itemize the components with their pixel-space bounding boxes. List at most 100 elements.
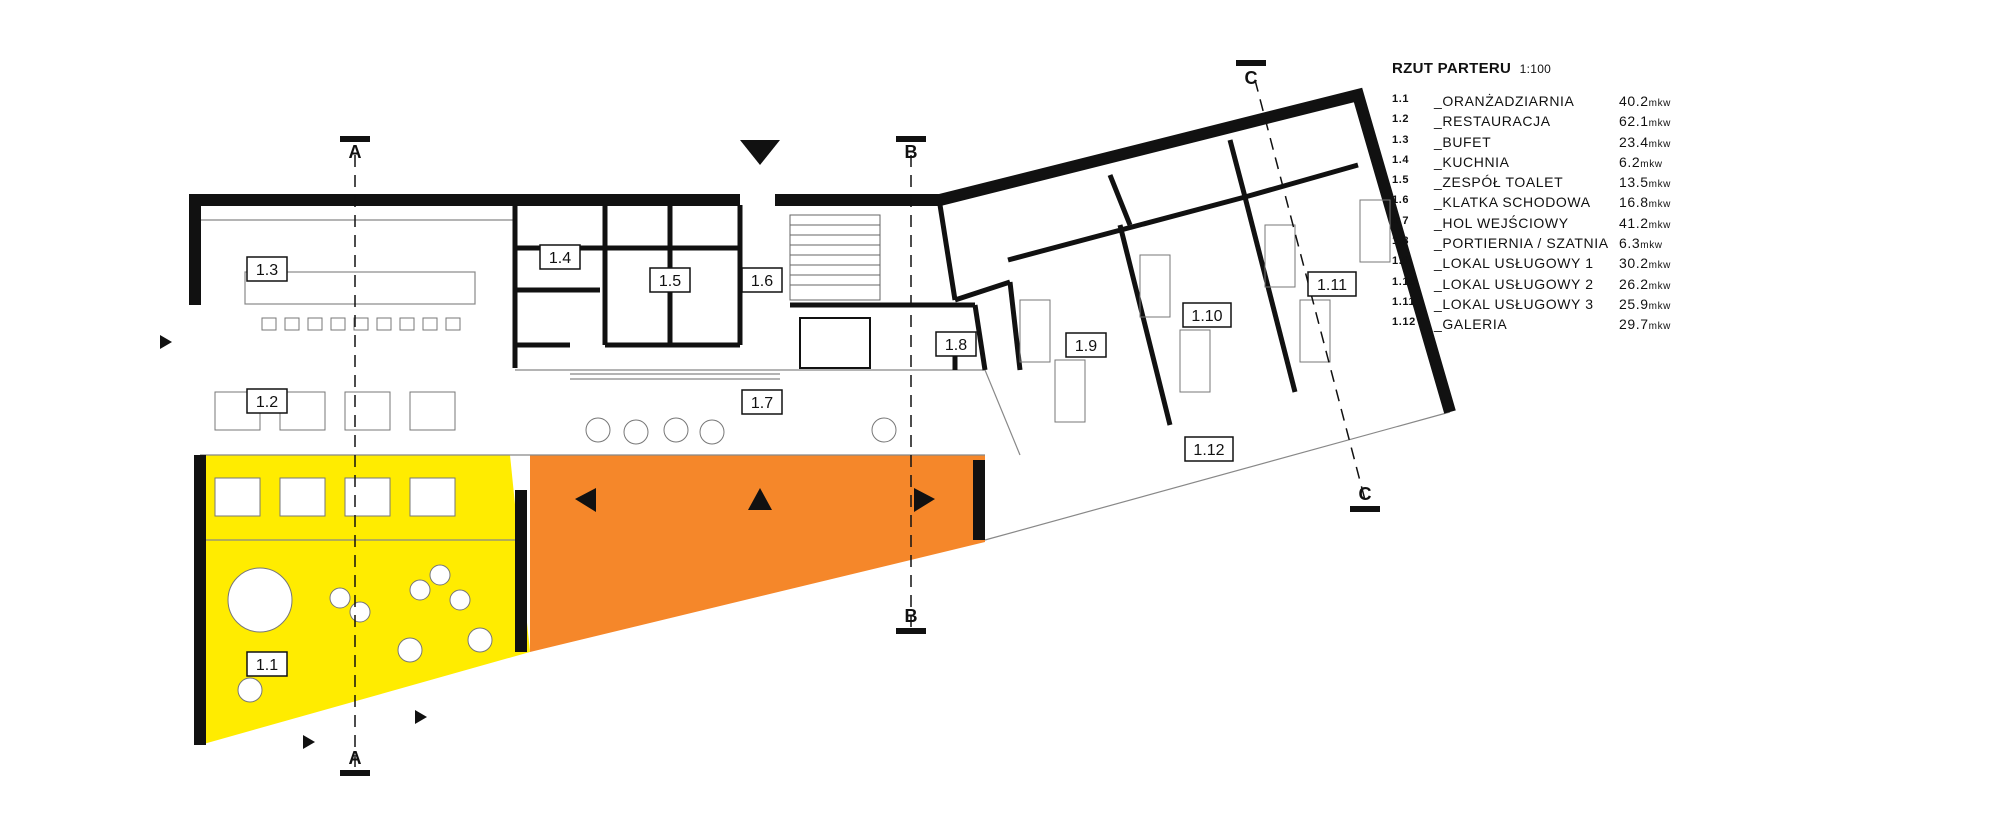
svg-text:1.11: 1.11: [1317, 277, 1347, 294]
room-label-1.1: 1.1: [246, 651, 288, 677]
room-area: 30.2mkw: [1619, 255, 1672, 272]
entrance-arrow-up: [748, 488, 772, 510]
svg-text:1.3: 1.3: [256, 262, 278, 279]
room-label-1.3: 1.3: [246, 256, 288, 282]
room-name: _KLATKA SCHODOWA: [1434, 194, 1591, 211]
room-name: _LOKAL USŁUGOWY 2: [1434, 275, 1594, 292]
room-area: 29.7mkw: [1619, 316, 1672, 333]
legend-row: 1.6 _KLATKA SCHODOWA 16.8mkw: [1392, 194, 1812, 214]
furniture-shops: [1019, 199, 1391, 423]
room-name: _LOKAL USŁUGOWY 3: [1434, 295, 1594, 312]
legend-title: RZUT PARTERU 1:100: [1392, 60, 1552, 77]
legend-row: 1.4 _KUCHNIA 6.2mkw: [1392, 154, 1812, 174]
room-number: 1.3: [1392, 133, 1410, 146]
room-label-1.8: 1.8: [935, 331, 977, 357]
entrance-arrows: [160, 140, 935, 749]
svg-text:1.5: 1.5: [659, 273, 681, 290]
svg-text:B: B: [905, 606, 918, 626]
room-number: 1.11: [1392, 295, 1416, 308]
svg-text:1.7: 1.7: [751, 395, 773, 412]
room-name: _GALERIA: [1434, 316, 1508, 333]
staircase: [789, 214, 881, 369]
legend-row: 1.5 _ZESPÓŁ TOALET 13.5mkw: [1392, 174, 1812, 194]
scale-label: 1:100: [1519, 62, 1552, 76]
legend-row: 1.1 _ORANŻADZIARNIA 40.2mkw: [1392, 93, 1812, 113]
room-label-1.12: 1.12: [1184, 436, 1234, 462]
svg-text:1.6: 1.6: [751, 273, 773, 290]
room-area: 25.9mkw: [1619, 295, 1672, 312]
svg-text:1.1: 1.1: [256, 657, 278, 674]
room-number: 1.5: [1392, 174, 1410, 187]
room-number: 1.9: [1392, 255, 1410, 268]
room-name: _HOL WEJŚCIOWY: [1434, 214, 1569, 231]
svg-text:1.4: 1.4: [549, 250, 571, 267]
section-lines: [354, 79, 1366, 770]
svg-text:1.12: 1.12: [1193, 442, 1224, 459]
room-area: 13.5mkw: [1619, 174, 1672, 191]
legend-row: 1.10 _LOKAL USŁUGOWY 2 26.2mkw: [1392, 276, 1812, 296]
room-area: 16.8mkw: [1619, 194, 1672, 211]
legend-row: 1.7 _HOL WEJŚCIOWY 41.2mkw: [1392, 215, 1812, 235]
room-number: 1.12: [1392, 316, 1416, 329]
room-name: _ZESPÓŁ TOALET: [1434, 174, 1564, 191]
svg-text:B: B: [905, 142, 918, 162]
svg-text:1.8: 1.8: [945, 337, 967, 354]
svg-text:C: C: [1245, 68, 1258, 88]
room-area: 41.2mkw: [1619, 214, 1672, 231]
svg-text:1.2: 1.2: [256, 394, 278, 411]
room-number: 1.1: [1392, 93, 1410, 105]
room-name: _ORANŻADZIARNIA: [1434, 93, 1575, 109]
legend-row: 1.9 _LOKAL USŁUGOWY 1 30.2mkw: [1392, 255, 1812, 275]
legend-row: 1.11 _LOKAL USŁUGOWY 3 25.9mkw: [1392, 296, 1812, 316]
room-area: 40.2mkw: [1619, 93, 1672, 109]
furniture-hall: [585, 417, 897, 445]
room-number: 1.7: [1392, 214, 1410, 227]
room-number: 1.10: [1392, 275, 1416, 288]
entrance-arrow-left: [575, 488, 596, 512]
svg-text:C: C: [1359, 484, 1372, 504]
room-area: 26.2mkw: [1619, 275, 1672, 292]
legend-row: 1.8 _PORTIERNIA / SZATNIA 6.3mkw: [1392, 235, 1812, 255]
room-number: 1.6: [1392, 194, 1410, 207]
room-name: _LOKAL USŁUGOWY 1: [1434, 255, 1594, 272]
room-number: 1.4: [1392, 153, 1410, 166]
room-area: 6.2mkw: [1619, 153, 1663, 170]
room-name: _PORTIERNIA / SZATNIA: [1434, 235, 1609, 252]
furniture-restaurant: [214, 317, 461, 517]
room-area: 23.4mkw: [1619, 133, 1672, 150]
zone-entrance-forecourt: [530, 455, 985, 652]
section-a-markers: A A: [340, 136, 370, 776]
room-label-1.4: 1.4: [539, 244, 581, 270]
room-name: _BUFET: [1434, 133, 1492, 150]
room-name: _KUCHNIA: [1434, 153, 1510, 170]
entrance-arrow-right: [914, 488, 935, 512]
section-c-markers: C C: [1236, 60, 1380, 512]
room-label-1.6: 1.6: [741, 267, 783, 293]
room-label-1.11: 1.11: [1307, 271, 1357, 297]
furniture-oranzadziarnia: [227, 564, 493, 703]
room-area: 6.3mkw: [1619, 235, 1663, 252]
room-legend: RZUT PARTERU 1:100 1.1 _ORANŻADZIARNIA 40.…: [1392, 60, 1812, 337]
legend-row: 1.12 _GALERIA 29.7mkw: [1392, 316, 1812, 336]
room-label-1.5: 1.5: [649, 267, 691, 293]
svg-text:1.9: 1.9: [1075, 338, 1097, 355]
section-b-markers: B B: [896, 136, 926, 634]
svg-text:1.10: 1.10: [1191, 308, 1222, 325]
room-label-1.9: 1.9: [1065, 332, 1107, 358]
svg-text:A: A: [349, 748, 362, 768]
room-label-1.10: 1.10: [1182, 302, 1232, 328]
legend-row: 1.3 _BUFET 23.4mkw: [1392, 134, 1812, 154]
room-number: 1.8: [1392, 235, 1410, 248]
entrance-arrow-top: [740, 140, 780, 165]
room-label-1.7: 1.7: [741, 389, 783, 415]
exterior-walls: [189, 87, 1456, 745]
svg-text:A: A: [349, 142, 362, 162]
interior-lines: [200, 219, 1451, 541]
entrance-arrow-side: [160, 335, 172, 349]
room-name: _RESTAURACJA: [1434, 113, 1551, 130]
room-area: 62.1mkw: [1619, 113, 1672, 130]
interior-walls: [512, 139, 1359, 426]
